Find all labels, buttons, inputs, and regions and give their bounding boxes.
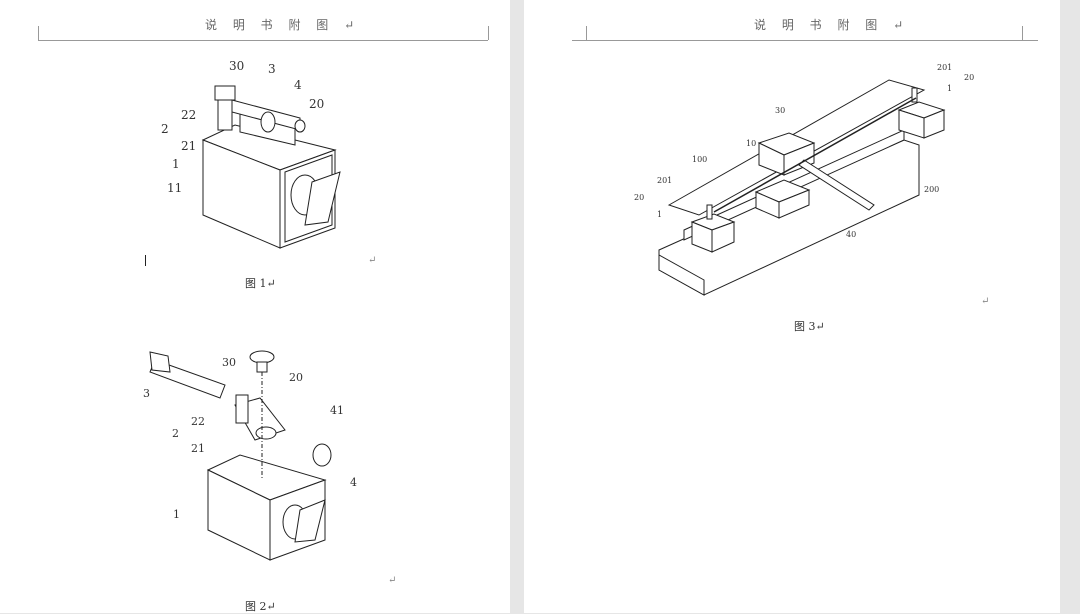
svg-text:201: 201 — [657, 176, 672, 185]
svg-text:1: 1 — [172, 157, 180, 171]
svg-text:41: 41 — [330, 404, 344, 417]
figure-3-labels: 201 20 1 30 10 100 201 20 1 200 40 — [634, 63, 974, 239]
header-corner-mark — [1022, 26, 1023, 40]
header-corner-mark — [38, 26, 39, 40]
figure-2-caption: 图 2↵ — [245, 600, 276, 613]
document-page-2: 说 明 书 附 图 ↵ 201 20 1 — [524, 0, 1060, 613]
svg-text:30: 30 — [222, 356, 236, 369]
svg-text:2: 2 — [161, 122, 169, 136]
svg-text:1: 1 — [657, 210, 662, 219]
svg-text:20: 20 — [309, 97, 324, 111]
svg-text:20: 20 — [289, 371, 303, 384]
svg-text:200: 200 — [924, 185, 939, 194]
svg-text:21: 21 — [191, 442, 205, 455]
figure-2-drawing: 30 20 3 22 2 21 41 4 1 — [143, 350, 357, 561]
paragraph-mark: ↵ — [981, 296, 990, 307]
svg-text:4: 4 — [350, 476, 357, 489]
svg-text:201: 201 — [937, 63, 952, 72]
text-cursor — [145, 255, 146, 266]
header-corner-mark — [586, 26, 587, 40]
figure-1-caption: 图 1↵ — [245, 277, 276, 290]
header-corner-mark — [488, 26, 489, 40]
svg-text:30: 30 — [229, 59, 244, 73]
document-page-1: 说 明 书 附 图 ↵ 30 3 4 20 22 2 21 1 11 — [0, 0, 510, 613]
paragraph-mark: ↵ — [368, 255, 377, 266]
header-rule — [572, 40, 1038, 41]
page-header: 说 明 书 附 图 ↵ — [205, 18, 361, 32]
paragraph-mark: ↵ — [388, 575, 397, 586]
figure-1-labels: 30 3 4 20 22 2 21 1 11 — [161, 59, 324, 195]
svg-text:22: 22 — [181, 108, 196, 122]
svg-text:4: 4 — [294, 78, 302, 92]
svg-text:30: 30 — [775, 106, 785, 115]
header-rule — [38, 40, 488, 41]
svg-text:3: 3 — [143, 387, 150, 400]
svg-text:100: 100 — [692, 155, 707, 164]
svg-text:20: 20 — [634, 193, 644, 202]
figure-3-caption: 图 3↵ — [794, 320, 825, 333]
svg-text:10: 10 — [746, 139, 756, 148]
figure-1-drawing: 30 3 4 20 22 2 21 1 11 — [161, 59, 341, 249]
figure-2-labels: 30 20 3 22 2 21 41 4 1 — [143, 356, 357, 521]
figure-3-drawing: 201 20 1 30 10 100 201 20 1 200 40 — [634, 63, 974, 296]
page-header: 说 明 书 附 图 ↵ — [754, 18, 910, 32]
svg-text:1: 1 — [173, 508, 180, 521]
svg-text:22: 22 — [191, 415, 205, 428]
svg-text:21: 21 — [181, 139, 196, 153]
svg-text:1: 1 — [947, 84, 952, 93]
svg-text:40: 40 — [846, 230, 856, 239]
svg-text:11: 11 — [167, 181, 182, 195]
svg-text:3: 3 — [268, 62, 276, 76]
svg-text:2: 2 — [172, 427, 179, 440]
svg-text:20: 20 — [964, 73, 974, 82]
